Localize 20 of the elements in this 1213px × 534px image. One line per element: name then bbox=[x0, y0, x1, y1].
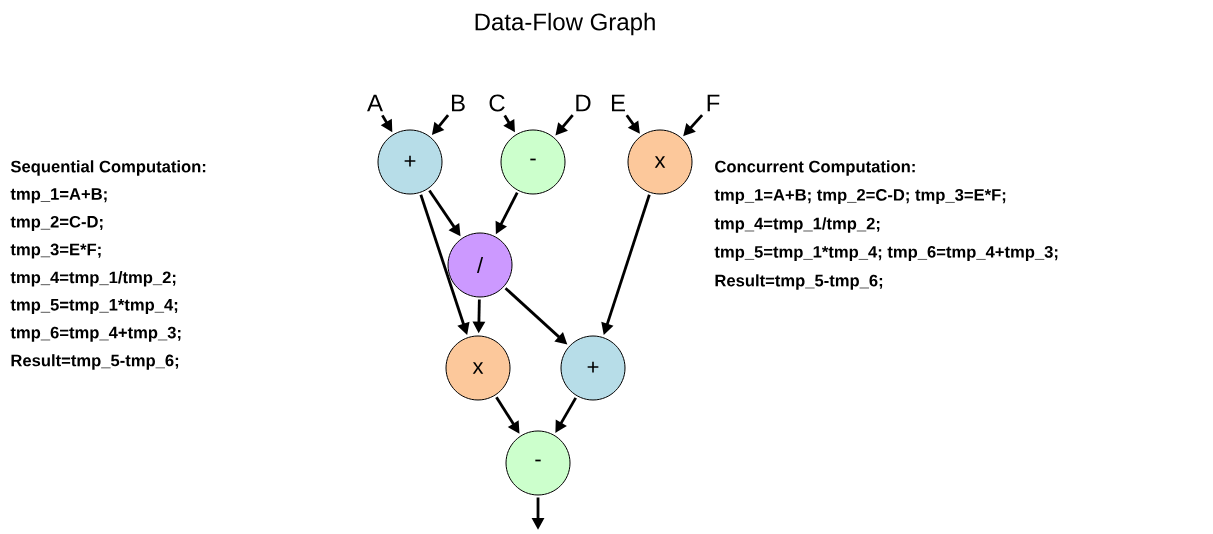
title: Data-Flow Graph bbox=[475, 12, 655, 36]
code-heading: Sequential Computation: bbox=[10, 160, 206, 176]
code-line: tmp_1=A+B; bbox=[10, 188, 107, 204]
input-label: D bbox=[576, 94, 591, 112]
code-line: tmp_4=tmp_1/tmp_2; bbox=[714, 217, 880, 233]
code-line: Result=tmp_5-tmp_6; bbox=[11, 354, 179, 370]
code-line: Result=tmp_5-tmp_6; bbox=[715, 274, 883, 290]
code-line: tmp_2=C-D; bbox=[10, 215, 103, 231]
input-label: E bbox=[612, 94, 625, 112]
code-line: tmp_4=tmp_1/tmp_2; bbox=[10, 271, 176, 287]
input-label: A bbox=[367, 94, 383, 112]
code-line: tmp_1=A+B; tmp_2=C-D; tmp_3=E*F; bbox=[714, 189, 1006, 204]
input-label: B bbox=[452, 94, 465, 112]
code-line: tmp_6=tmp_4+tmp_3; bbox=[10, 326, 181, 342]
code-heading: Concurrent Computation: bbox=[715, 160, 915, 176]
code-line: tmp_5=tmp_1*tmp_4; bbox=[10, 299, 178, 314]
code-line: tmp_3=E*F; bbox=[10, 243, 101, 259]
input-label: F bbox=[707, 94, 720, 112]
code-line: tmp_5=tmp_1*tmp_4; tmp_6=tmp_4+tmp_3; bbox=[714, 246, 1058, 261]
input-label: C bbox=[489, 94, 505, 112]
